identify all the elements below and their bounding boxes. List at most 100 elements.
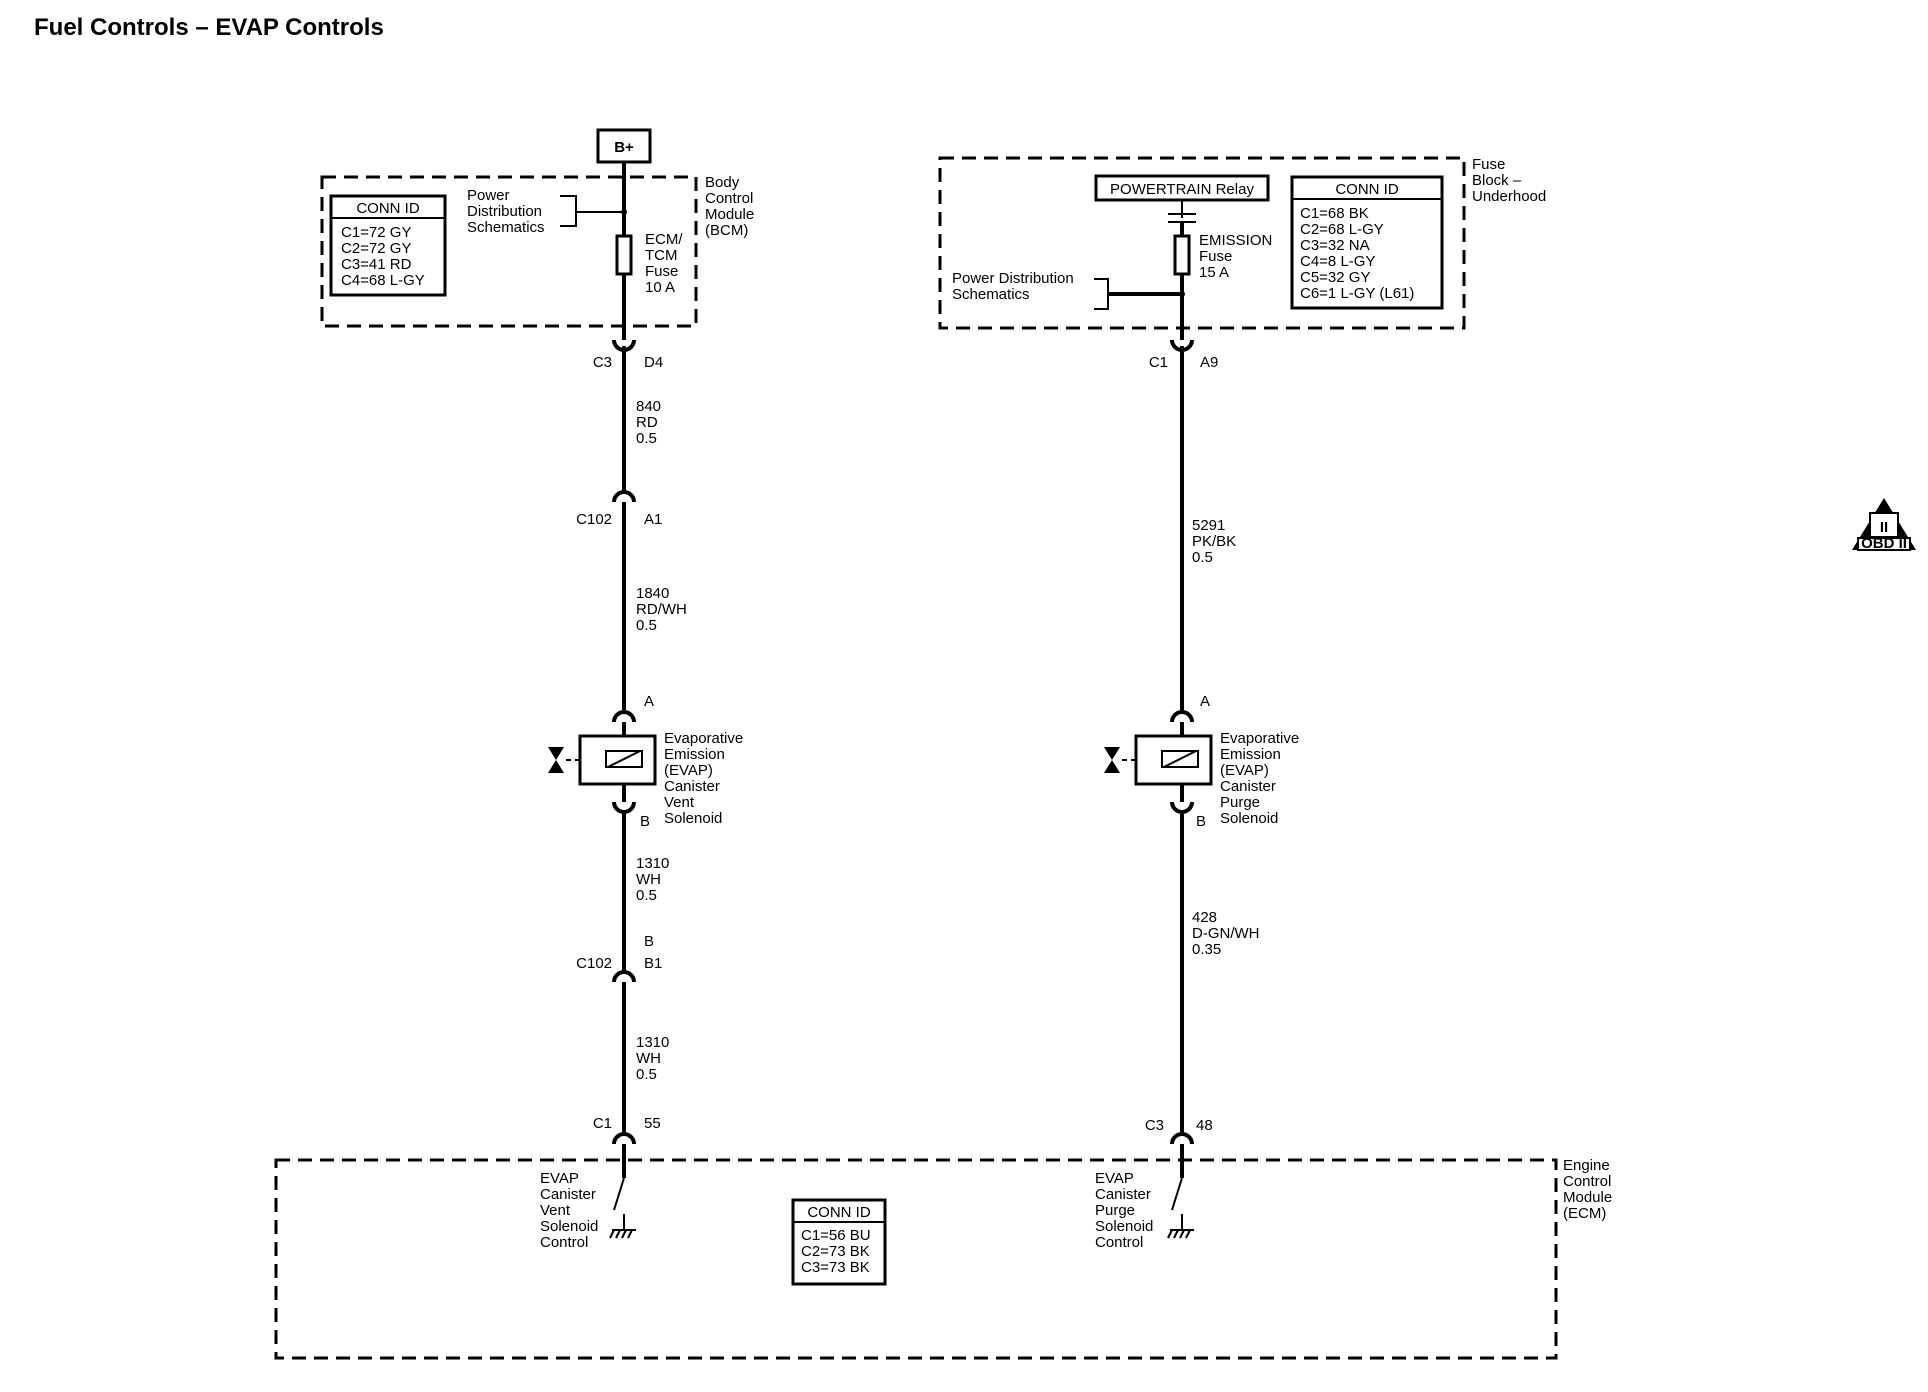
svg-text:0.35: 0.35 <box>1192 941 1221 958</box>
fuse-block-connector-c1-a9: C1 A9 <box>1149 339 1218 371</box>
purge-solenoid-control-switch <box>1167 1177 1194 1239</box>
bcm-power-distribution-ref: Power Distribution Schematics <box>467 187 627 236</box>
ecm-conn-id-table: CONN ID C1=56 BU C2=73 BK C3=73 BK <box>791 1198 887 1286</box>
svg-text:B: B <box>644 933 654 950</box>
svg-text:C3=32 NA: C3=32 NA <box>1300 237 1370 254</box>
svg-text:840: 840 <box>636 398 661 415</box>
svg-text:(EVAP): (EVAP) <box>664 762 713 779</box>
svg-text:C4=8 L-GY: C4=8 L-GY <box>1300 253 1375 270</box>
svg-text:428: 428 <box>1192 909 1217 926</box>
svg-text:B: B <box>1196 813 1206 830</box>
svg-text:Schematics: Schematics <box>467 219 545 236</box>
svg-text:Power: Power <box>467 187 510 204</box>
svg-text:Emission: Emission <box>664 746 725 763</box>
purge-solenoid-control-label: EVAP Canister Purge Solenoid Control <box>1095 1170 1153 1251</box>
svg-text:Fuse: Fuse <box>1199 248 1232 265</box>
svg-text:Engine: Engine <box>1563 1157 1610 1174</box>
ecm-label: Engine Control Module (ECM) <box>1563 1157 1612 1222</box>
ecm-enclosure <box>274 1158 1558 1360</box>
svg-text:C102: C102 <box>576 955 612 972</box>
svg-text:B1: B1 <box>644 955 662 972</box>
svg-text:WH: WH <box>636 1050 661 1067</box>
bcm-conn-id-title: CONN ID <box>356 200 420 217</box>
svg-text:15 A: 15 A <box>1199 264 1229 281</box>
svg-text:48: 48 <box>1196 1117 1213 1134</box>
obd-ii-label: OBD II <box>1861 535 1907 552</box>
vent-solenoid-control-label: EVAP Canister Vent Solenoid Control <box>540 1170 598 1251</box>
svg-text:Canister: Canister <box>540 1186 596 1203</box>
svg-text:C1=56 BU: C1=56 BU <box>801 1227 871 1244</box>
svg-text:Body: Body <box>705 174 740 191</box>
svg-text:Schematics: Schematics <box>952 286 1030 303</box>
svg-text:Purge: Purge <box>1095 1202 1135 1219</box>
wire-label-428: 428 D-GN/WH 0.35 <box>1192 909 1260 958</box>
svg-text:5291: 5291 <box>1192 517 1225 534</box>
ecm-connector-c1-55: C1 55 <box>593 1115 661 1145</box>
connector-c102-a1: C102 A1 <box>576 490 662 528</box>
ecm-conn-id-title: CONN ID <box>807 1204 871 1221</box>
obd-ii-symbol: II <box>1880 519 1888 536</box>
evap-canister-vent-solenoid: A B Evaporative Emission (EVAP) Canister… <box>548 693 743 830</box>
svg-text:Control: Control <box>540 1234 588 1251</box>
svg-text:EVAP: EVAP <box>540 1170 579 1187</box>
svg-text:Underhood: Underhood <box>1472 188 1546 205</box>
svg-text:C1=72 GY: C1=72 GY <box>341 224 411 241</box>
svg-text:Distribution: Distribution <box>467 203 542 220</box>
svg-text:0.5: 0.5 <box>636 617 657 634</box>
svg-text:0.5: 0.5 <box>1192 549 1213 566</box>
bcm-connector-c3-d4: C3 D4 <box>593 339 663 371</box>
wire-label-1310-upper: 1310 WH 0.5 <box>636 855 669 904</box>
page-title: Fuel Controls – EVAP Controls <box>34 14 384 41</box>
svg-text:C5=32 GY: C5=32 GY <box>1300 269 1370 286</box>
svg-text:C3=41 RD: C3=41 RD <box>341 256 412 273</box>
svg-text:Emission: Emission <box>1220 746 1281 763</box>
evap-canister-purge-solenoid: A B Evaporative Emission (EVAP) Canister… <box>1104 693 1299 830</box>
fuse-block-label: Fuse Block – Underhood <box>1472 156 1546 205</box>
svg-text:Evaporative: Evaporative <box>1220 730 1299 747</box>
svg-text:C1=68 BK: C1=68 BK <box>1300 205 1369 222</box>
svg-text:Module: Module <box>1563 1189 1612 1206</box>
svg-text:Block –: Block – <box>1472 172 1522 189</box>
fuse-block-power-distribution-ref: Power Distribution Schematics <box>952 270 1185 310</box>
svg-text:Purge: Purge <box>1220 794 1260 811</box>
svg-text:C1: C1 <box>593 1115 612 1132</box>
svg-text:1840: 1840 <box>636 585 669 602</box>
ecm-tcm-fuse: ECM/ TCM Fuse 10 A <box>615 231 683 296</box>
svg-text:Canister: Canister <box>1095 1186 1151 1203</box>
svg-text:EMISSION: EMISSION <box>1199 232 1272 249</box>
powertrain-relay: POWERTRAIN Relay <box>1094 174 1270 223</box>
emission-fuse: EMISSION Fuse 15 A <box>1173 232 1272 281</box>
svg-text:Control: Control <box>1563 1173 1611 1190</box>
fuse-block-conn-id-table: CONN ID C1=68 BK C2=68 L-GY C3=32 NA C4=… <box>1290 175 1444 310</box>
svg-text:(ECM): (ECM) <box>1563 1205 1606 1222</box>
svg-text:A: A <box>1200 693 1210 710</box>
svg-text:C3: C3 <box>593 354 612 371</box>
svg-text:D-GN/WH: D-GN/WH <box>1192 925 1260 942</box>
wire-label-840: 840 RD 0.5 <box>636 398 661 447</box>
svg-text:D4: D4 <box>644 354 663 371</box>
svg-text:A: A <box>644 693 654 710</box>
svg-text:C3=73 BK: C3=73 BK <box>801 1259 870 1276</box>
svg-text:0.5: 0.5 <box>636 887 657 904</box>
vent-solenoid-control-switch <box>609 1177 636 1239</box>
svg-text:A9: A9 <box>1200 354 1218 371</box>
svg-text:Solenoid: Solenoid <box>1220 810 1278 827</box>
svg-text:Canister: Canister <box>664 778 720 795</box>
svg-text:1310: 1310 <box>636 855 669 872</box>
svg-text:C1: C1 <box>1149 354 1168 371</box>
connector-c102-b1: B C102 B1 <box>576 933 662 983</box>
svg-text:Evaporative: Evaporative <box>664 730 743 747</box>
svg-text:Module: Module <box>705 206 754 223</box>
svg-text:C2=73 BK: C2=73 BK <box>801 1243 870 1260</box>
svg-text:Canister: Canister <box>1220 778 1276 795</box>
svg-text:EVAP: EVAP <box>1095 1170 1134 1187</box>
svg-text:ECM/: ECM/ <box>645 231 683 248</box>
svg-text:Control: Control <box>705 190 753 207</box>
bcm-label: Body Control Module (BCM) <box>705 174 754 239</box>
svg-text:Control: Control <box>1095 1234 1143 1251</box>
svg-text:Solenoid: Solenoid <box>1095 1218 1153 1235</box>
svg-text:PK/BK: PK/BK <box>1192 533 1236 550</box>
wire-label-1310-lower: 1310 WH 0.5 <box>636 1034 669 1083</box>
svg-text:0.5: 0.5 <box>636 1066 657 1083</box>
svg-text:Vent: Vent <box>664 794 695 811</box>
